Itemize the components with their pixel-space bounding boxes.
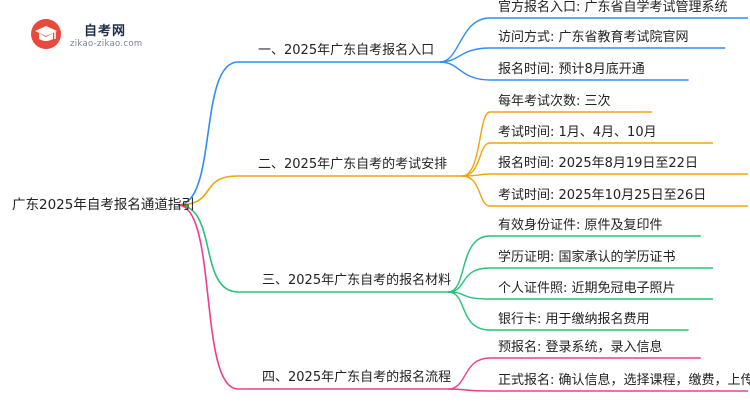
- site-logo[interactable]: 自考网 zikao-zikao.com: [28, 12, 178, 52]
- child-connector: [439, 17, 491, 63]
- logo-url: zikao-zikao.com: [70, 39, 143, 49]
- child-connector: [461, 142, 491, 177]
- branch-connector: [177, 61, 239, 206]
- branch-label: 三、2025年广东自考的报名材料: [262, 273, 452, 288]
- child-label: 有效身份证件: 原件及复印件: [498, 218, 663, 233]
- child-label: 银行卡: 用于缴纳报名费用: [498, 312, 650, 327]
- branch-label: 二、2025年广东自考的考试安排: [258, 157, 448, 172]
- child-connector: [461, 175, 491, 207]
- child-connector: [439, 47, 491, 63]
- branch-label: 一、2025年广东自考报名入口: [258, 43, 435, 58]
- graduation-cap-logo-icon: [31, 19, 61, 49]
- child-connector: [439, 61, 491, 81]
- branch-connector: [177, 175, 239, 206]
- child-connector: [447, 357, 491, 390]
- root-node-label: 广东2025年自考报名通道指引: [12, 197, 195, 213]
- child-connector: [461, 111, 491, 177]
- child-label: 考试时间: 2025年10月25日至26日: [498, 188, 707, 203]
- child-connector: [447, 388, 491, 392]
- child-label: 报名时间: 预计8月底开通: [498, 62, 645, 77]
- child-connector: [447, 291, 491, 331]
- child-label: 预报名: 登录系统，录入信息: [498, 340, 663, 355]
- child-label: 每年考试次数: 三次: [498, 94, 611, 109]
- branch-connector: [177, 204, 239, 390]
- child-connector: [447, 267, 491, 293]
- branch-label: 四、2025年广东自考的报名流程: [262, 370, 452, 385]
- child-label: 报名时间: 2025年8月19日至22日: [498, 156, 698, 171]
- child-connector: [447, 235, 491, 293]
- child-label: 正式报名: 确认信息，选择课程，缴费，上传材料: [498, 373, 750, 388]
- child-label: 考试时间: 1月、4月、10月: [498, 125, 657, 140]
- branch-connector: [177, 204, 239, 293]
- child-label: 个人证件照: 近期免冠电子照片: [498, 281, 676, 296]
- child-label: 官方报名入口: 广东省自学考试管理系统: [498, 0, 728, 15]
- child-label: 访问方式: 广东省教育考试院官网: [498, 30, 689, 45]
- child-label: 学历证明: 国家承认的学历证书: [498, 250, 676, 265]
- logo-name: 自考网: [84, 24, 127, 39]
